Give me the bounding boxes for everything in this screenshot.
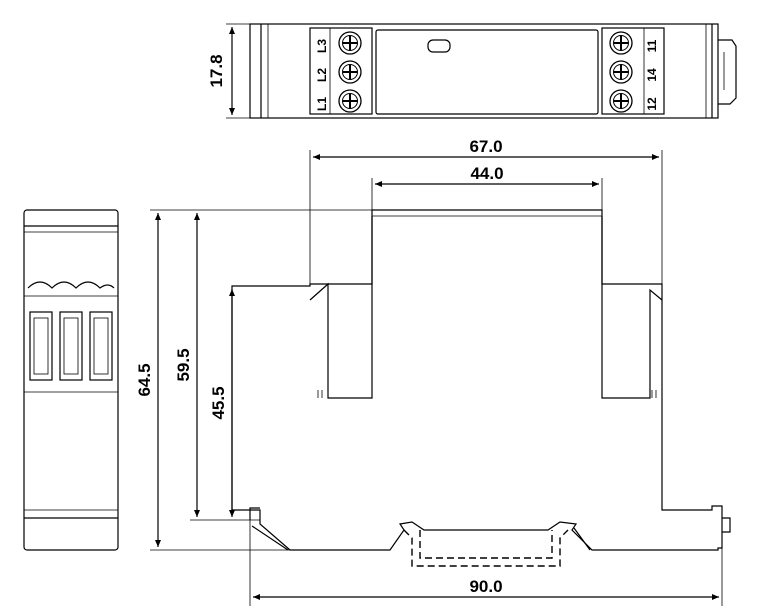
din-rail-outline — [403, 529, 569, 567]
terminal-opening — [29, 311, 53, 381]
front-view — [23, 209, 119, 551]
terminal-label-12: 12 — [645, 97, 659, 111]
terminal-opening — [59, 311, 83, 381]
terminal-label-l1: L1 — [315, 97, 329, 111]
terminal-label-l2: L2 — [315, 68, 329, 82]
terminal-block-left — [309, 27, 373, 115]
profile-view: 67.0 44.0 64.5 59.5 45.5 90.0 — [135, 137, 731, 606]
dimension-label-45-5: 45.5 — [209, 386, 228, 419]
terminal-screw-icon — [338, 60, 362, 84]
terminal-screw-icon — [338, 89, 362, 113]
dimension-label-67-0: 67.0 — [469, 137, 502, 156]
dimension-label-90-0: 90.0 — [469, 577, 502, 596]
terminal-cover-wave — [27, 281, 115, 289]
terminal-screw-icon — [609, 89, 633, 113]
front-view-outline — [23, 209, 119, 551]
led-indicator — [427, 39, 451, 53]
terminal-screw-icon — [609, 60, 633, 84]
top-view-outline — [249, 23, 719, 119]
housing-profile — [231, 209, 723, 551]
terminal-screw-icon — [338, 31, 362, 55]
dimension-label-44-0: 44.0 — [470, 164, 503, 183]
terminal-screw-icon — [609, 31, 633, 55]
dimension-label-17-8: 17.8 — [207, 54, 226, 87]
label-window — [375, 29, 599, 115]
dimension-label-59-5: 59.5 — [174, 348, 193, 381]
top-view-latch — [718, 39, 737, 105]
terminal-label-11: 11 — [645, 39, 659, 52]
terminal-label-l3: L3 — [315, 39, 329, 53]
terminal-label-14: 14 — [645, 68, 659, 82]
din-latch — [722, 517, 731, 533]
dimension-label-64-5: 64.5 — [135, 363, 154, 396]
terminal-block-right — [601, 27, 665, 115]
top-view: L3 L2 L1 11 14 12 17.8 — [207, 23, 737, 119]
terminal-opening — [89, 311, 113, 381]
